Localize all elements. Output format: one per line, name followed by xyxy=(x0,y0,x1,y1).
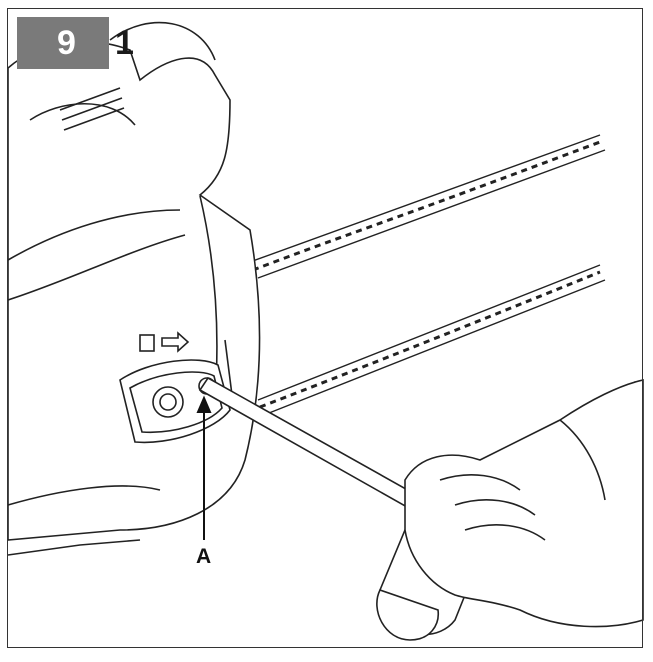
step-number: 9 xyxy=(57,24,76,62)
chainsaw-body xyxy=(7,21,261,556)
chain-upper-run xyxy=(249,134,606,279)
callout-leader xyxy=(196,395,212,540)
chain-lower-run xyxy=(257,264,606,416)
figure-frame xyxy=(7,8,643,648)
gloved-hand xyxy=(404,379,644,628)
step-badge: 9 1 xyxy=(17,17,134,69)
step-sub-number: 1 xyxy=(115,24,134,62)
callout-label-a: A xyxy=(196,545,212,568)
